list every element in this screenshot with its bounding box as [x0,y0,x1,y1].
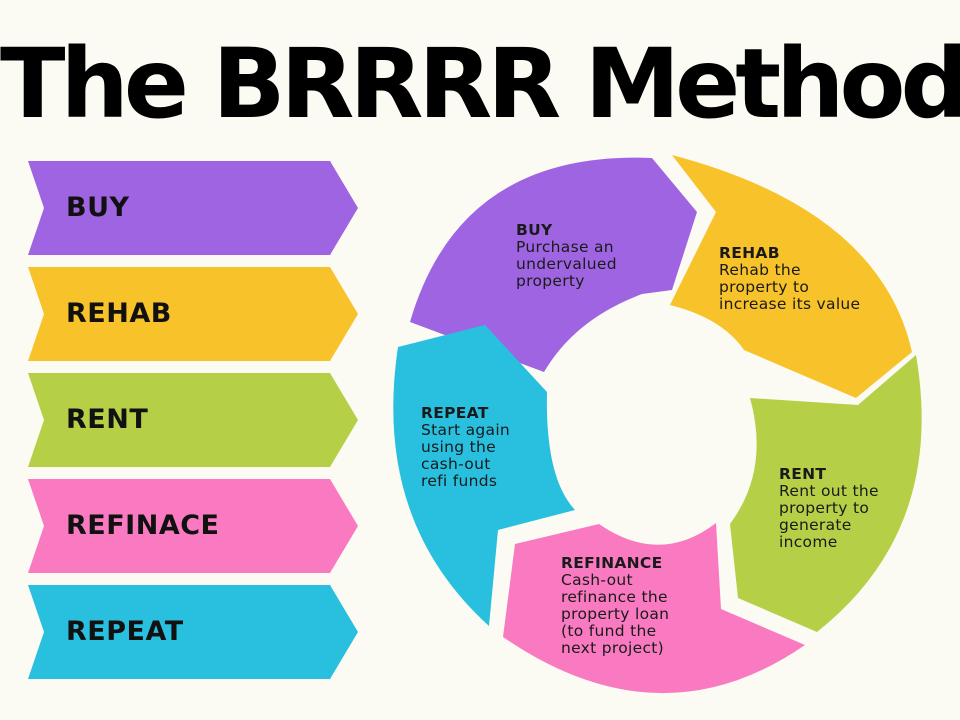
chevron-shape [28,267,358,361]
list-item-label: REPEAT [66,616,184,647]
cycle-segment-rehab [670,155,912,398]
cycle-step-text: Purchase an undervalued property [516,238,617,290]
cycle-step-text: Start again using the cash-out refi fund… [421,421,511,490]
cycle-step-text: Rehab the property to increase its value [719,261,861,313]
list-item-rent: RENT [28,373,358,467]
list-item-rehab: REHAB [28,267,358,361]
cycle-step-heading: REFINANCE [561,554,663,572]
list-item-buy: BUY [28,161,358,255]
list-item-label: REFINACE [66,510,220,541]
list-item-label: BUY [66,192,130,223]
chevron-shape [28,585,358,679]
chevron-shape [28,161,358,255]
cycle-step-heading: REHAB [719,244,780,262]
cycle-step-text: Cash-out refinance the property loan (to… [561,571,670,657]
page-title: The BRRRR Method [0,28,960,140]
cycle-step-refinance: REFINANCE Cash-out refinance the propert… [561,555,669,657]
cycle-step-heading: RENT [779,465,827,483]
cycle-step-buy: BUY Purchase an undervalued property [516,222,617,290]
cycle-step-rehab: REHAB Rehab the property to increase its… [719,245,860,313]
list-item-repeat: REPEAT [28,585,358,679]
chevron-shape [28,373,358,467]
cycle-segment-repeat [393,325,575,626]
cycle-step-heading: REPEAT [421,404,489,422]
list-item-label: RENT [66,404,149,435]
list-item-label: REHAB [66,298,172,329]
cycle-segment-buy [410,157,697,372]
cycle-segment-rent [730,355,922,632]
cycle-step-repeat: REPEAT Start again using the cash-out re… [421,405,510,490]
chevron-shape [28,479,358,573]
cycle-step-rent: RENT Rent out the property to generate i… [779,466,879,551]
cycle-segment-refinance [503,523,805,694]
list-item-refinance: REFINACE [28,479,358,573]
cycle-step-heading: BUY [516,221,553,239]
cycle-step-text: Rent out the property to generate income [779,482,879,551]
